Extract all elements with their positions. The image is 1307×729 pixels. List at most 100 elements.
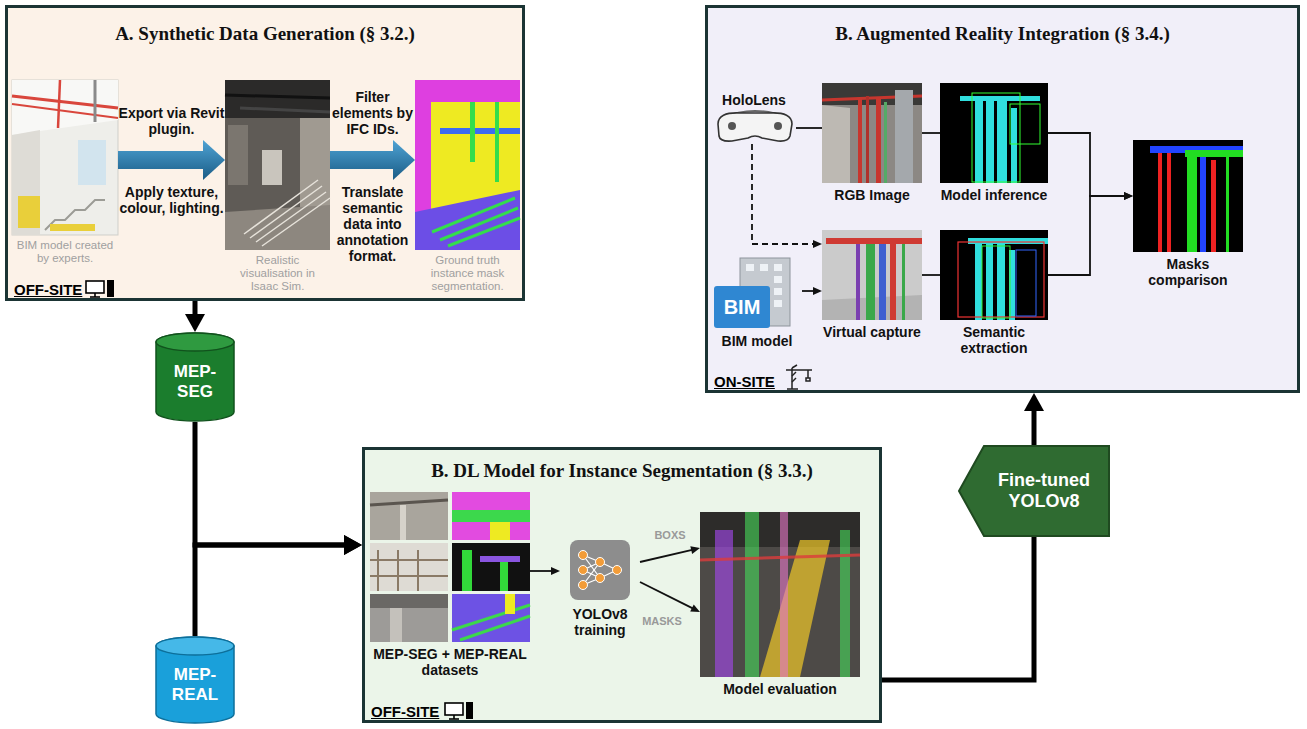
image-caption: YOLOv8 training: [560, 606, 640, 638]
ar-integration-panel: B. Augmented Reality Integration (§ 3.4.…: [705, 5, 1300, 393]
arrow-head: [393, 140, 415, 180]
dataset-thumbnails: [370, 594, 448, 642]
comparison-mask: [1200, 157, 1206, 252]
step-note: Translate semantic data into annotation …: [330, 184, 415, 264]
step-note: Export via Revit plugin.: [118, 105, 225, 137]
image-area: [12, 80, 118, 239]
panel-fill: [5, 5, 1300, 723]
image-area: [822, 230, 922, 324]
evaluation-photo: [745, 512, 759, 677]
neural-network-icon: [613, 566, 622, 575]
semantic-extraction-image: Semantic extraction: [940, 230, 1048, 356]
icon-area: [712, 108, 796, 144]
dataset-cylinder: MEP-SEG: [155, 332, 235, 422]
semantic-mask: [968, 238, 1048, 244]
bim-building-icon: [714, 286, 770, 328]
hololens-icon: [728, 122, 736, 130]
site-tag: OFF-SITE: [14, 281, 82, 298]
dl-model-panel: B. DL Model for Instance Segmentation (§…: [362, 447, 882, 723]
mask-render: [415, 80, 520, 250]
image-area: [940, 230, 1048, 324]
isaac-sim-render: [225, 95, 330, 98]
rgb-image: RGB Image: [822, 83, 922, 203]
bim-building-icon: [774, 300, 782, 307]
isaac-sim-render: [300, 118, 330, 208]
neural-network-icon: [579, 551, 588, 560]
connector-line: [640, 582, 693, 608]
neural-network-icon: [583, 555, 617, 585]
mask-image: Ground truth instance mask segmentation.: [415, 80, 520, 293]
cylinder-top: [156, 333, 234, 351]
evaluation-photo: [700, 512, 860, 677]
neural-network-icon: [596, 558, 605, 567]
arrow-head: [185, 314, 205, 332]
yolo-training-icon: YOLOv8 training: [560, 540, 640, 638]
comparison-mask: [1187, 157, 1197, 252]
arrow-head: [344, 535, 362, 555]
rgb-photo: [876, 98, 881, 183]
image-caption: BIM model: [712, 333, 802, 349]
masks-comparison-image: Masks comparison: [1133, 140, 1243, 288]
bim-model-image: BIM model created by experts.: [12, 80, 118, 265]
connector-line: [530, 570, 552, 572]
crane-icon: [792, 365, 797, 368]
bim-render: [18, 196, 40, 228]
bim-render: [78, 140, 106, 185]
connector-line: [640, 550, 692, 562]
dataset-thumbnails: [370, 492, 530, 642]
connector-line: [752, 144, 814, 244]
datasets-thumbnails: MEP-SEG + MEP-REAL datasets: [370, 492, 530, 678]
bim-render: [45, 200, 105, 230]
virtual-render: [890, 244, 896, 320]
isaac-sim-render: [256, 192, 326, 242]
image-area: [822, 83, 922, 187]
comparison-mask: [1158, 153, 1162, 252]
computer-icon: [90, 296, 100, 298]
dataset-thumbnails: [377, 550, 379, 591]
virtual-render: [826, 238, 922, 244]
computer-icon: [466, 702, 473, 719]
connector: [118, 140, 225, 180]
image-area: [940, 83, 1048, 187]
dataset-cylinder: MEP-REAL: [155, 636, 235, 724]
semantic-mask: [1016, 250, 1036, 316]
computer-icon: [445, 703, 463, 715]
cylinder-top: [156, 637, 234, 655]
mask-render: [440, 128, 520, 134]
dataset-thumbnails: [417, 550, 419, 591]
bim-building-icon: [774, 264, 782, 271]
panel-fill: [362, 447, 882, 723]
bim-render: [50, 224, 95, 231]
inference-mask: [940, 83, 1048, 183]
panel-fill: [5, 5, 525, 301]
image-area: [700, 512, 860, 681]
crane-icon: [807, 370, 809, 378]
comparison-mask: [1211, 160, 1216, 252]
dataset-thumbnails: [370, 559, 448, 561]
image-caption: MEP-SEG + MEP-REAL datasets: [370, 646, 530, 678]
connector-line: [1048, 196, 1125, 275]
dataset-thumbnails: [370, 492, 448, 540]
image-caption: Realistic visualisation in Isaac Sim.: [225, 254, 330, 293]
image-caption: Ground truth instance mask segmentation.: [415, 254, 520, 293]
comparison-mask: [1133, 140, 1243, 252]
virtual-render: [822, 230, 922, 320]
neural-network-icon: [579, 551, 622, 590]
isaac-sim-render: [240, 108, 330, 112]
connector: [195, 422, 362, 555]
hololens-icon: [718, 111, 792, 141]
virtual-render: [856, 244, 860, 320]
evaluation-photo: [760, 540, 830, 677]
comparison-mask: [1133, 140, 1243, 252]
rgb-photo: [858, 98, 862, 183]
connector: [640, 582, 700, 612]
connector: [882, 537, 1034, 680]
rgb-photo: [822, 83, 922, 183]
connector: [330, 140, 415, 180]
dataset-thumbnails: [460, 616, 530, 640]
dataset-thumbnails: [452, 543, 530, 591]
dataset-thumbnails: [452, 605, 530, 640]
evaluation-photo: [700, 555, 860, 560]
isaac-sim-render: [225, 80, 330, 250]
synthetic-data-panel: A. Synthetic Data Generation (§ 3.2.)OFF…: [5, 5, 525, 301]
